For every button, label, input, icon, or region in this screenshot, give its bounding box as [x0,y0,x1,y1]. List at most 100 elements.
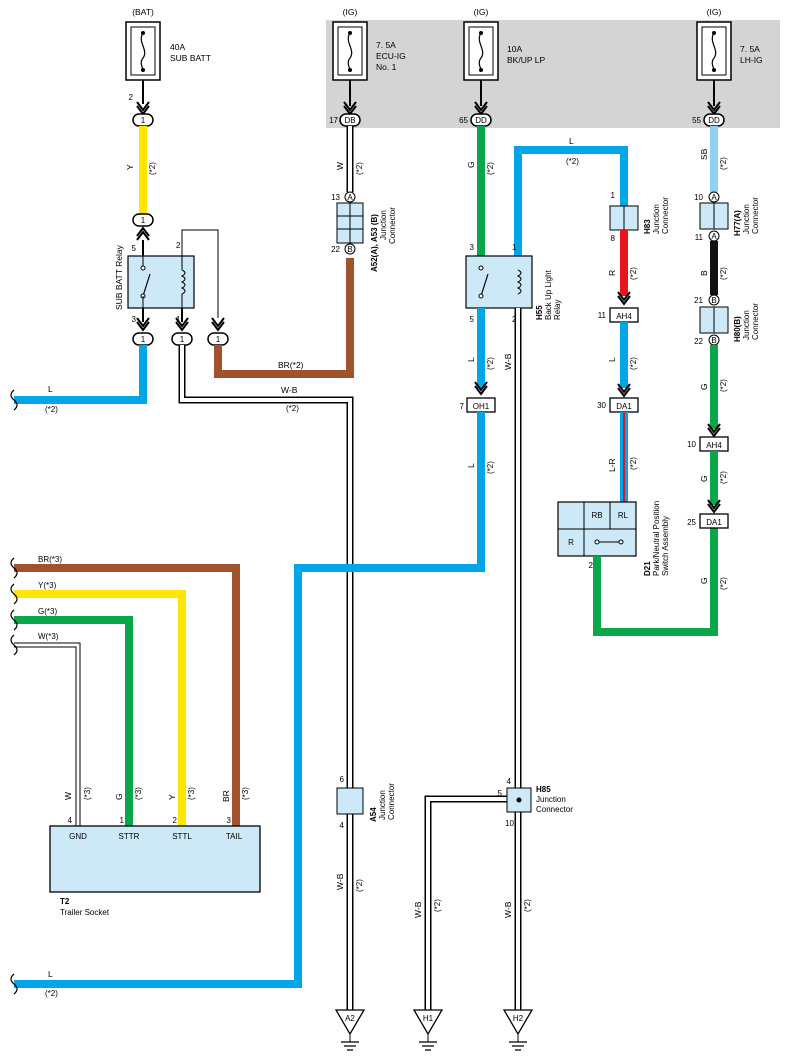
h80-code: H80(B) [733,316,742,342]
wire-l-note-d: (*2) [629,357,638,370]
wire-g-h80 [710,345,718,429]
ground-a2-label: A2 [345,1014,355,1023]
a52-letter-bot: B [347,245,352,254]
t2-term-sttl: STTL [172,832,192,841]
wire-g3-label: G(*3) [38,607,57,616]
h55-pin-1: 1 [512,243,517,252]
sub-batt-rating: 40A [170,42,185,52]
lhig-rating: 7. 5A [740,44,760,54]
h2-wb-note: (*2) [523,899,532,912]
a52-letter-top: A [347,193,353,202]
fuse-element-icon [478,32,484,71]
connector-arrow-icon [136,226,150,241]
wire-y3-label: Y(*3) [38,581,57,590]
wire-w-note: (*2) [355,162,364,175]
fuse-ecu-ig: (IG) 7. 5A ECU-IG No. 1 [332,7,406,81]
d21-label2: Switch Assembly [661,516,670,576]
connector-arrow-icon [211,317,225,332]
h1-wb-note: (*2) [433,899,442,912]
h85-label1: Junction [536,795,566,804]
wire-g-d21 [593,528,718,636]
relay-pin-3: 3 [132,315,137,324]
wire-l-note-c: (*2) [486,461,495,474]
bkup-rating: 10A [507,44,522,54]
wire-g-note-b: (*2) [719,379,728,392]
da1a-pin: 30 [597,401,606,410]
trailer-socket-t2: 4 1 2 3 GND STTR STTL TAIL T2 Trailer So… [49,816,261,917]
bkup-source: (IG) [474,7,489,17]
wire-w-label: W [335,162,345,170]
wire-l-h83 [620,322,628,388]
pin-1-e: 1 [216,335,221,344]
oh1-name: OH1 [473,402,490,411]
ecu-ig-name2: No. 1 [376,62,397,72]
h55-code: H55 [535,305,544,320]
h77-code: H77(A) [733,210,742,236]
t2-term-gnd: GND [69,832,87,841]
d21-pin: 2 [589,561,594,570]
a52-pin-top: 13 [331,193,340,202]
h80-pin-top: 21 [694,296,703,305]
ground-h1: H1 [412,1009,444,1051]
h77-pin-top: 10 [694,193,703,202]
oh1-pin: 7 [460,402,465,411]
ecu-ig-name1: ECU-IG [376,51,406,61]
trailer-g-note: (*3) [134,787,143,800]
pin-1-d: 1 [180,335,185,344]
a54-code: A54 [369,807,378,822]
wire-w3-label: W(*3) [38,632,59,641]
junction-h80: 21 B B 22 H80(B) Junction Connector [694,294,760,346]
wire-l-upper [14,345,147,404]
a54-pin-bot: 4 [340,821,345,830]
trailer-g-label: G [114,793,124,800]
d21-cell-rb: RB [591,511,602,520]
ecu-ig-source: (IG) [343,7,358,17]
t2-code: T2 [60,897,70,906]
h77-pin-bot: 11 [695,233,704,242]
junction-a52-a53: 13 A B 22 A52(A), A53 (B) Junction Conne… [331,191,397,272]
wire-l-label-lower: L [48,969,53,979]
wire-l-note-h83: (*2) [566,157,579,166]
d21-label1: Park/Neutral Position [652,501,661,576]
wire-l-label-upper: L [48,384,53,394]
ground-a2: A2 [334,1009,366,1051]
h85-pin-top: 4 [507,777,512,786]
lhig-source: (IG) [707,7,722,17]
h55-label2: Relay [553,300,562,320]
wire-br3-label: BR(*3) [38,555,62,564]
wire-b-label: B [699,270,709,276]
ground-h2: H2 [502,1009,534,1051]
wire-l-note-upper: (*2) [45,405,58,414]
ground-h1-label: H1 [423,1014,434,1023]
wire-b [710,241,718,295]
junction-h83: 1 8 H83 Junction Connector [609,191,670,243]
t2-pin-tail: 3 [227,816,232,825]
wire-lr-label: L-R [607,458,617,472]
t2-name: Trailer Socket [60,908,110,917]
sub-batt-relay: SUB BATT Relay 5 2 3 1 [114,241,195,324]
fuse-element-icon [140,32,146,71]
wire-l-label-h83: L [569,136,574,146]
ah4b-pin: 10 [687,440,696,449]
h80-letter-top: B [711,296,716,305]
wire-g-ah4 [710,451,718,505]
wire-g-note-d: (*2) [719,577,728,590]
wire-wb-note-top: (*2) [286,404,299,413]
sub-batt-relay-label: SUB BATT Relay [114,244,124,310]
d21-code: D21 [643,561,652,576]
h83-pin-bot: 8 [611,234,616,243]
ground-icon [509,1041,527,1051]
wire-g-note-a: (*2) [486,162,495,175]
h80-label2: Connector [751,303,760,340]
wire-l-h55-out [477,308,485,388]
lhig-conn: DD [708,116,720,125]
h77-label1: Junction [742,204,751,234]
h85-pin-left: 5 [498,789,503,798]
wire-br-trailer [14,564,240,826]
fuse-element-icon [711,32,717,71]
junction-a54: 6 4 A54 Junction Connector [336,775,396,830]
ground-h2-label: H2 [513,1014,524,1023]
fuse-element-icon [347,32,353,71]
connector-arrow-icon [707,423,721,438]
connector-arrow-icon [617,291,631,306]
